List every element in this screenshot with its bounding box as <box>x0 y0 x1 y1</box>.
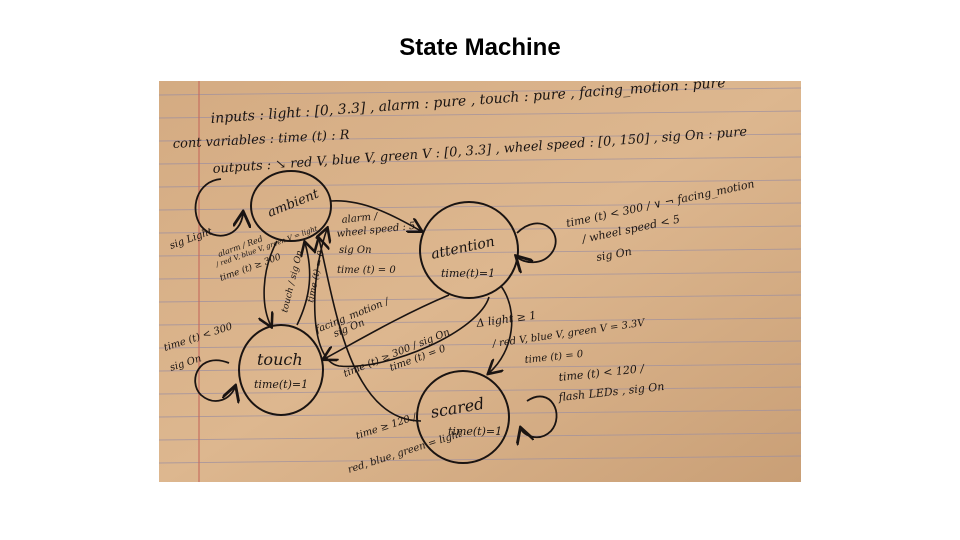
ambient-to-attention-3: sig On <box>339 245 372 256</box>
transition-arrows <box>264 200 513 422</box>
state-attention-dynamics: time(t)=1 <box>441 267 495 280</box>
state-touch-label: touch <box>257 350 303 369</box>
ambient-to-attention-4: time (t) = 0 <box>337 265 396 276</box>
diagram-photo: inputs : light : [0, 3.3] , alarm : pure… <box>159 81 801 482</box>
attention-self-3: sig On <box>595 245 633 264</box>
slide-title: State Machine <box>399 34 561 61</box>
state-touch-dynamics: time(t)=1 <box>254 378 308 391</box>
state-touch: touch time(t)=1 <box>238 324 324 416</box>
ambient-to-attention-1: alarm / <box>341 211 380 226</box>
paper-background <box>159 81 801 482</box>
state-scared-dynamics: time(t)=1 <box>448 425 502 438</box>
self-loops <box>194 178 558 437</box>
ruled-lines <box>159 87 801 464</box>
